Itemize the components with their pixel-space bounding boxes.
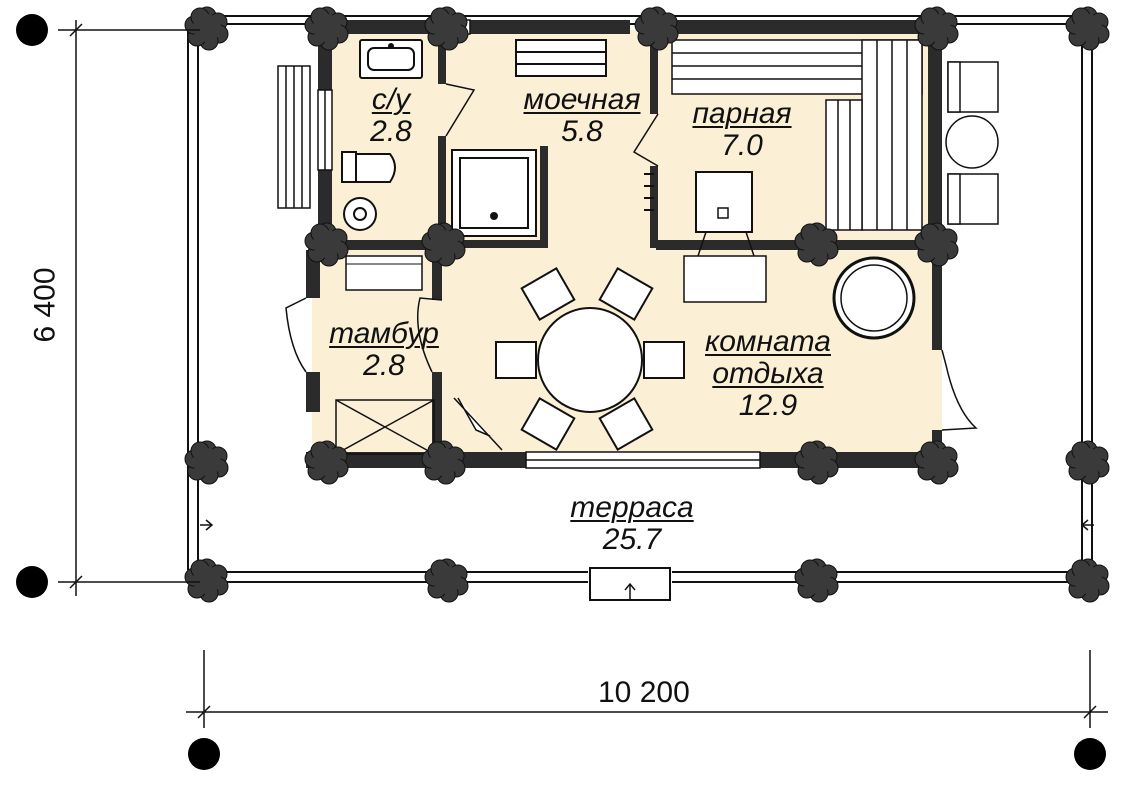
- doors: [285, 83, 978, 431]
- room-name-rest-2: отдыха: [712, 357, 824, 390]
- log-post: [914, 222, 959, 267]
- label-wash: моечная 5.8: [524, 84, 641, 148]
- room-area-wc: 2.8: [370, 115, 412, 148]
- steam-benches: [644, 39, 923, 303]
- entry-arrows: [200, 519, 1094, 600]
- dining-table: [537, 307, 643, 413]
- log-post: [1065, 6, 1110, 51]
- wash-bench: [515, 39, 607, 77]
- log-posts: [184, 6, 1110, 603]
- vestibule-bench: [345, 255, 423, 291]
- log-post: [794, 222, 839, 267]
- log-post: [424, 558, 469, 603]
- windows: [317, 19, 761, 469]
- dimension-width: 10 200: [598, 676, 690, 709]
- label-vestibule: тамбур 2.8: [329, 318, 439, 382]
- room-area-terrace: 25.7: [602, 523, 662, 556]
- log-post: [424, 6, 469, 51]
- wash-fixtures: [451, 39, 607, 237]
- label-steam: парная 7.0: [692, 98, 791, 162]
- log-post: [184, 440, 229, 485]
- log-post: [184, 6, 229, 51]
- log-post: [304, 6, 349, 51]
- log-post: [421, 222, 466, 267]
- outside-bench: [277, 65, 311, 209]
- axis-marker-bottom-left: [188, 738, 220, 770]
- log-post: [304, 440, 349, 485]
- toilet-tank: [341, 151, 357, 183]
- room-area-steam: 7.0: [721, 129, 763, 162]
- label-terrace: терраса 25.7: [570, 492, 693, 556]
- wc-fixtures: [341, 39, 423, 231]
- log-post: [1065, 558, 1110, 603]
- toilet-bowl: [355, 153, 396, 183]
- rest-furniture: [345, 255, 916, 451]
- room-area-rest: 12.9: [738, 389, 798, 422]
- log-post: [1065, 440, 1110, 485]
- room-name-wash: моечная: [523, 83, 641, 116]
- axis-marker-mid-left: [16, 566, 48, 598]
- log-post: [421, 440, 466, 485]
- log-post: [914, 6, 959, 51]
- log-post: [184, 558, 229, 603]
- room-name-wc: с/у: [371, 83, 411, 116]
- axis-marker-bottom-right: [1074, 738, 1106, 770]
- log-post: [634, 6, 679, 51]
- outside-furniture: [945, 61, 999, 225]
- room-area-wash: 5.8: [561, 115, 603, 148]
- doormat: [335, 399, 435, 455]
- stove: [695, 171, 753, 233]
- label-rest: комната отдыха 12.9: [705, 326, 831, 422]
- log-post: [914, 440, 959, 485]
- log-post: [304, 222, 349, 267]
- stove-platform: [683, 255, 767, 303]
- room-area-vestibule: 2.8: [363, 349, 405, 382]
- room-name-vestibule: тамбур: [329, 317, 439, 350]
- dimension-lines: [58, 20, 1108, 728]
- log-post: [794, 558, 839, 603]
- room-name-terrace: терраса: [570, 491, 694, 524]
- label-wc: с/у 2.8: [370, 84, 412, 148]
- axis-marker-top-left: [16, 14, 48, 46]
- room-name-rest-1: комната: [705, 325, 831, 358]
- room-name-steam: парная: [692, 97, 792, 130]
- log-post: [794, 440, 839, 485]
- axis-markers: [16, 14, 1106, 770]
- dimension-height: 6 400: [28, 267, 62, 343]
